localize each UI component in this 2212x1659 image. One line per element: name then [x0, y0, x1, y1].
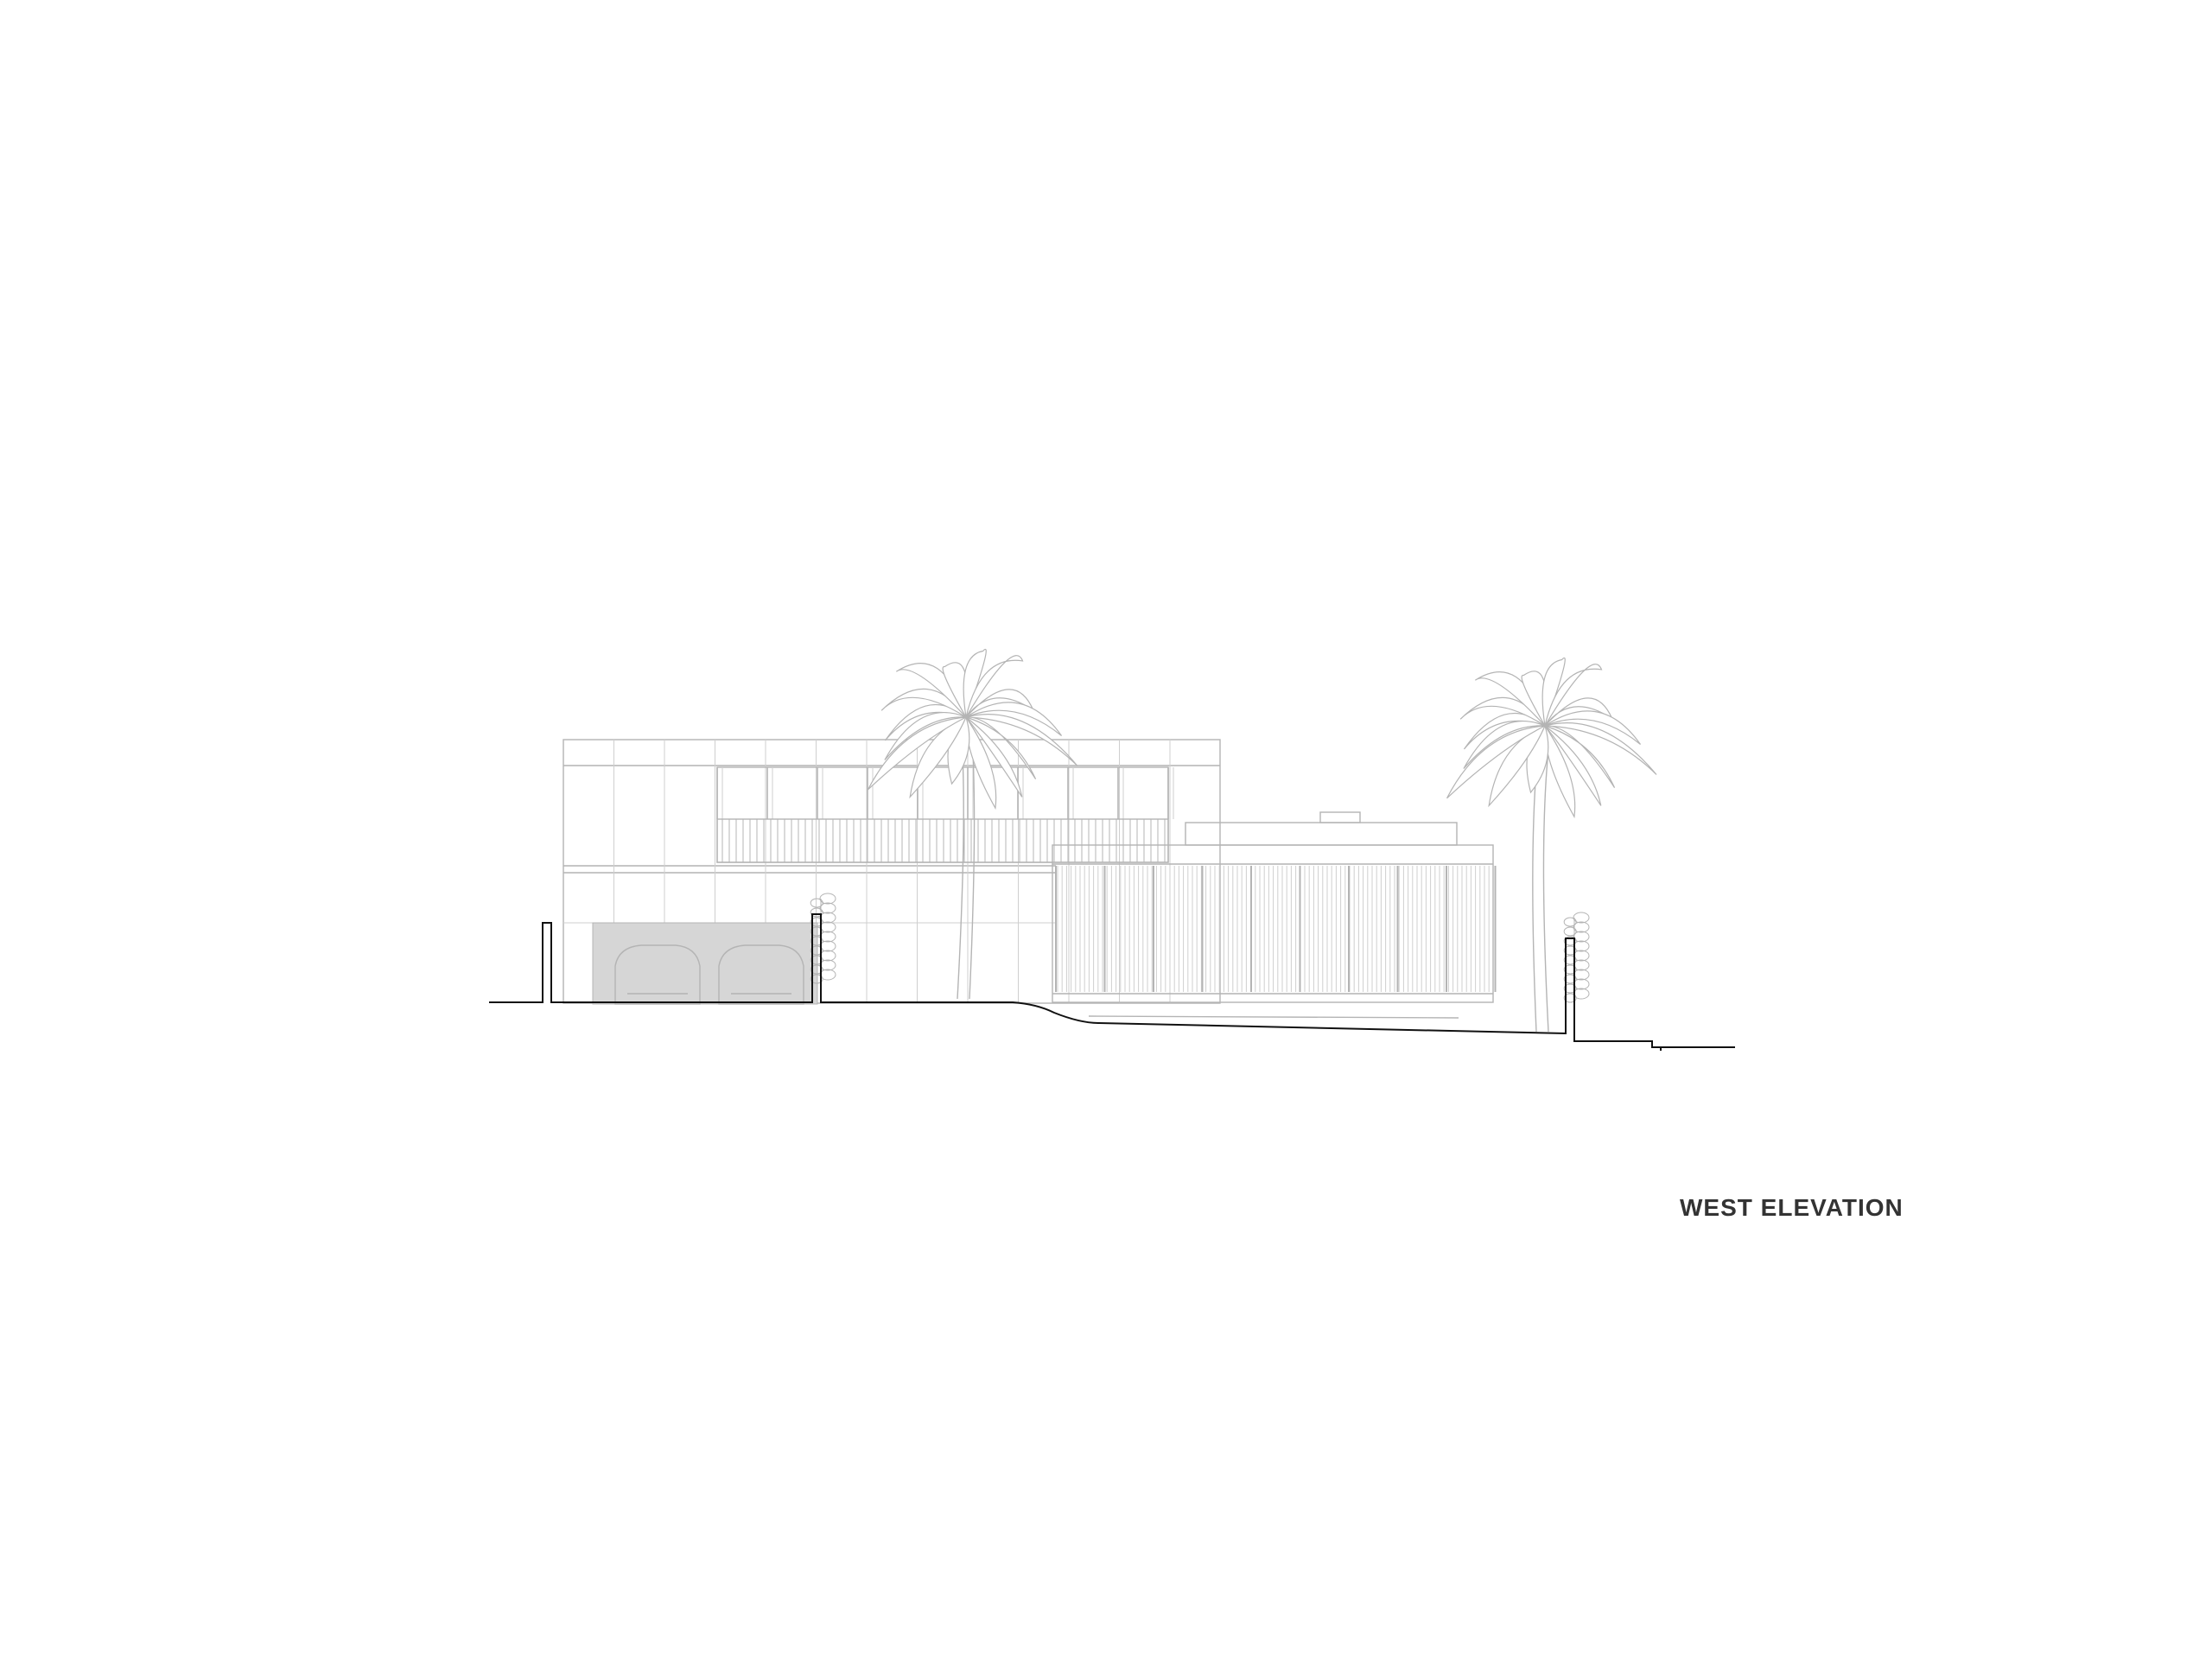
plant-leaf	[810, 964, 823, 975]
plant-leaf	[1563, 964, 1577, 975]
plant-leaf	[810, 898, 823, 908]
palm-frond	[965, 702, 1063, 736]
plant-leaf	[810, 955, 823, 965]
vertical-louvres	[1055, 866, 1497, 992]
plant-leaf	[819, 902, 836, 914]
carport	[592, 922, 818, 1005]
pavilion-roof-parapet	[1185, 822, 1458, 846]
plant-leaf	[819, 893, 836, 905]
plant-leaf	[810, 907, 823, 918]
carport-wall	[592, 922, 818, 1005]
plant-leaf	[1563, 917, 1577, 927]
palm-tree-right	[1446, 658, 1657, 1033]
roof-vent	[1319, 811, 1361, 823]
plant-leaf	[1573, 921, 1590, 933]
pavilion	[1052, 811, 1497, 1003]
palm-frond	[868, 716, 967, 791]
plant-leaf	[1573, 912, 1590, 924]
palm-frond	[1541, 658, 1566, 727]
palm-frond	[1488, 724, 1547, 808]
palm-frond	[1544, 722, 1657, 775]
plant-leaf	[1563, 926, 1577, 937]
plant-leaf	[1563, 993, 1577, 1003]
car-right	[718, 944, 804, 1005]
plant-leaf	[810, 936, 823, 946]
palm-frond	[1544, 664, 1603, 727]
palm-frond	[965, 714, 1078, 766]
ground-and-walls	[489, 913, 1735, 1051]
plant-leaf	[1563, 936, 1577, 946]
hanging-plant-right	[1563, 912, 1590, 1003]
palm-frond	[1544, 710, 1642, 745]
car-left	[614, 944, 701, 1005]
palm-trunk-right-edge	[1542, 734, 1551, 1033]
palm-frond	[965, 716, 1037, 780]
plant-leaf	[1563, 945, 1577, 956]
plant-leaf	[1563, 983, 1577, 994]
foundation-line	[1088, 1015, 1459, 1019]
plant-leaf	[810, 917, 823, 927]
ground-line	[489, 913, 1735, 1051]
glazing-mullions	[716, 767, 1174, 819]
plant-leaf	[810, 945, 823, 956]
palm-frond	[884, 711, 967, 760]
plant-leaf	[1573, 931, 1590, 943]
plant-leaf	[810, 926, 823, 937]
railing-bars	[721, 819, 1166, 862]
palm-frond	[909, 715, 968, 799]
plant-leaf	[810, 974, 823, 984]
plant-leaf	[1563, 974, 1577, 984]
drawing-title: WEST ELEVATION	[1680, 1194, 1904, 1221]
plant-leaf	[1563, 955, 1577, 965]
palm-tree-left	[868, 649, 1078, 1000]
pavilion-outline	[1052, 844, 1494, 1003]
palm-frond	[963, 649, 987, 718]
palm-frond	[965, 716, 1023, 798]
upper-glazing	[716, 766, 1174, 863]
balcony-railing	[716, 818, 1169, 863]
palm-frond	[1544, 725, 1602, 806]
palm-frond	[1544, 725, 1616, 789]
palm-frond	[965, 655, 1024, 718]
palm-frond	[1446, 725, 1546, 799]
palm-frond	[1463, 720, 1546, 769]
